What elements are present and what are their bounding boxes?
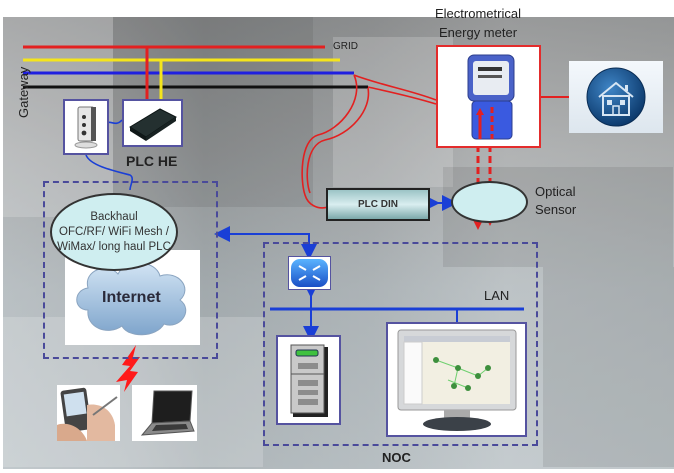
plc-head-end-icon [129,108,177,141]
backhaul-line3: WiMax/ long haul PLC [57,240,171,253]
meter-feed-wire [367,86,437,105]
backhaul-group [43,181,218,359]
backhaul-ellipse[interactable]: Backhaul OFC/RF/ WiFi Mesh / WiMax/ long… [50,193,178,271]
backhaul-line1: Backhaul [90,210,138,223]
laptop-icon [140,390,195,436]
laptop-device[interactable] [132,385,197,441]
energy-meter-icon [467,54,515,140]
optical-sensor-label-1: Optical [535,184,576,199]
server-device[interactable] [276,335,341,425]
monitor-icon [397,329,517,431]
lightning-bolt-icon [116,345,140,392]
server-icon [290,344,328,417]
backhaul-line2: OFC/RF/ WiFi Mesh / [59,225,169,238]
grid-label: GRID [333,41,358,52]
gateway-label: Gateway [16,66,31,118]
pda-device[interactable] [57,385,120,441]
house-icon [586,67,646,127]
gateway-device[interactable] [63,99,109,155]
plc-din-power-wire [306,87,370,194]
optical-sensor-label-2: Sensor [535,202,577,217]
plc-din-device[interactable]: PLC DIN [326,188,430,221]
meter-title-line2: Energy meter [439,25,518,40]
gateway-device-icon [74,106,98,149]
meter-feed-wire [353,74,437,101]
lan-label: LAN [484,288,510,303]
monitor-device[interactable] [386,322,527,437]
plc-din-power-wire [301,74,358,209]
meter-title-line1: Electrometrical [435,6,521,21]
gateway-backhaul-link [85,154,133,191]
handheld-pda-icon [57,387,118,441]
router-icon [291,259,328,287]
noc-label: NOC [382,450,411,465]
optical-sensor[interactable] [451,181,528,223]
noc-group [263,242,538,446]
internet-cloud[interactable] [68,250,198,340]
router-device[interactable] [288,256,331,290]
house-tile[interactable] [569,61,663,133]
plc-head-end-device[interactable] [122,99,183,147]
plc-din-label: PLC DIN [358,199,398,210]
energy-meter[interactable] [436,45,541,148]
internet-label: Internet [102,289,161,306]
plc-he-label: PLC HE [126,153,178,169]
